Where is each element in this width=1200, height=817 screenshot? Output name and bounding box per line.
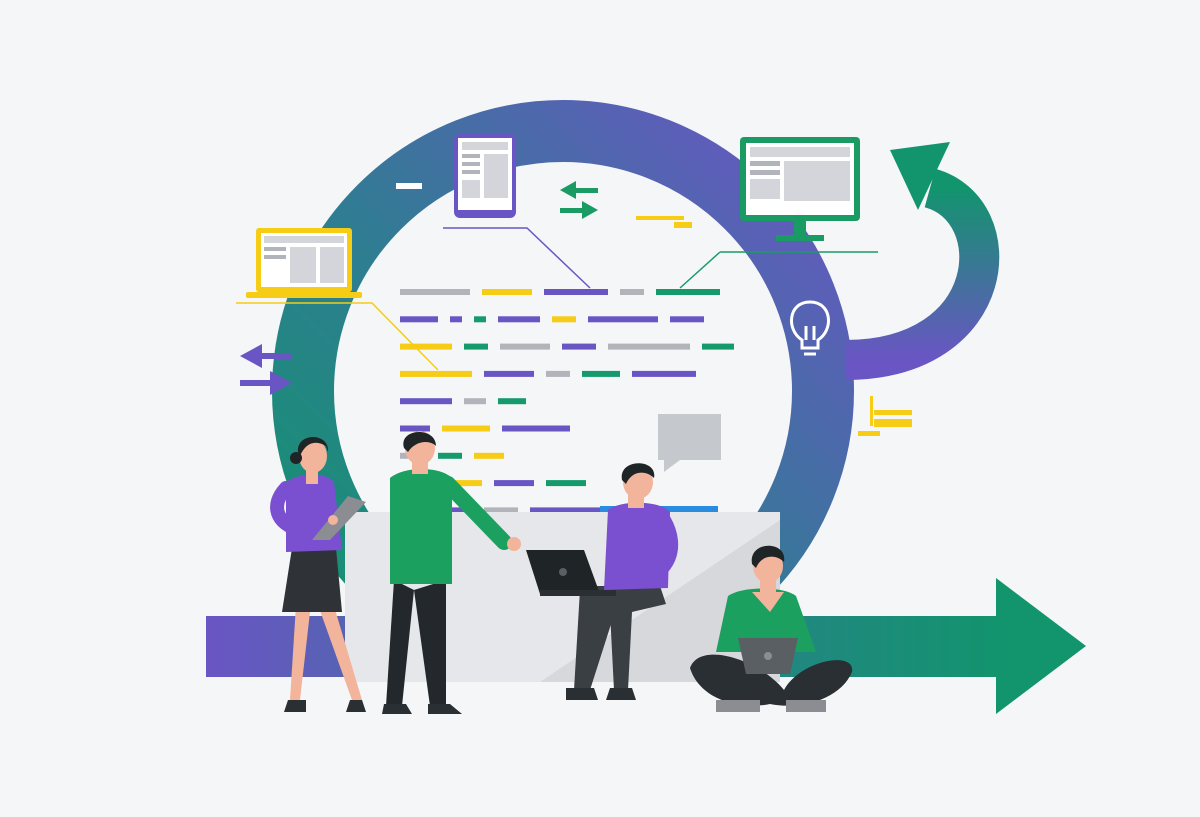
person-man-crosslegged-laptop bbox=[690, 545, 853, 712]
code-segment bbox=[464, 343, 488, 350]
code-segment bbox=[400, 289, 470, 295]
code-segment bbox=[484, 370, 534, 377]
code-segment bbox=[546, 480, 586, 487]
code-segment bbox=[656, 289, 720, 295]
lightbulb-icon bbox=[790, 300, 830, 356]
code-segment bbox=[400, 343, 452, 350]
decor-dash bbox=[396, 183, 422, 189]
decor-marks bbox=[636, 216, 912, 436]
connector-lines bbox=[236, 227, 878, 371]
code-segment bbox=[482, 289, 532, 295]
code-segment bbox=[702, 343, 734, 350]
code-segment bbox=[632, 370, 696, 377]
code-segment bbox=[442, 507, 472, 514]
code-segment bbox=[498, 398, 526, 405]
code-segment bbox=[400, 370, 472, 377]
code-segment bbox=[588, 316, 658, 323]
speech-bubble-icon bbox=[658, 414, 721, 472]
person-man-standing bbox=[382, 431, 521, 714]
code-segment bbox=[546, 370, 570, 377]
code-segment bbox=[474, 316, 486, 323]
code-segment bbox=[552, 316, 576, 323]
code-segment bbox=[438, 452, 462, 459]
cycle-arrow-icon bbox=[844, 142, 1000, 380]
code-segment bbox=[620, 289, 644, 295]
tablet-icon bbox=[454, 134, 516, 218]
code-segment bbox=[608, 343, 690, 350]
code-segment bbox=[502, 425, 570, 432]
person-man-sitting-laptop bbox=[526, 463, 679, 700]
code-segment bbox=[450, 316, 462, 323]
code-segment bbox=[544, 289, 608, 295]
code-segment bbox=[400, 316, 438, 323]
code-segment bbox=[582, 370, 620, 377]
swap-arrows-icon bbox=[240, 344, 292, 395]
code-segment bbox=[464, 398, 486, 405]
laptop-icon bbox=[246, 228, 362, 298]
code-segment bbox=[562, 343, 596, 350]
code-segment bbox=[530, 507, 650, 514]
code-segment bbox=[500, 343, 550, 350]
person-woman-tablet bbox=[270, 437, 366, 712]
code-segment bbox=[400, 398, 452, 405]
code-segment bbox=[670, 316, 704, 323]
code-lines bbox=[400, 289, 734, 514]
code-segment bbox=[442, 480, 482, 487]
code-segment bbox=[474, 452, 504, 459]
swap-arrows-icon bbox=[560, 181, 598, 219]
code-segment bbox=[484, 507, 518, 514]
code-segment bbox=[400, 425, 430, 432]
code-segment bbox=[442, 425, 490, 432]
monitor-icon bbox=[740, 137, 860, 241]
code-segment bbox=[494, 480, 534, 487]
code-segment bbox=[498, 316, 540, 323]
